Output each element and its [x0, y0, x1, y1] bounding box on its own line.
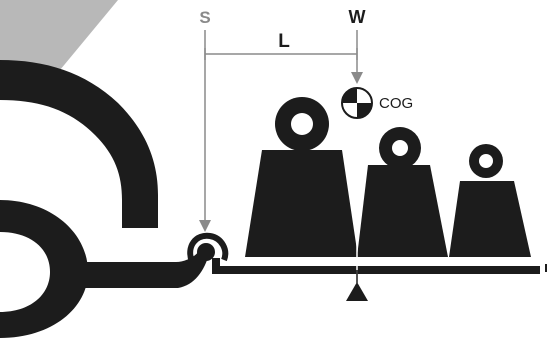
weight-small — [449, 144, 531, 257]
grab-claw — [0, 200, 229, 338]
claw-jaw — [0, 200, 88, 338]
load-platform — [212, 258, 547, 274]
hook-pivot-icon — [197, 243, 215, 261]
label-l: L — [278, 31, 290, 52]
boom-arm — [0, 60, 158, 228]
claw-shaft — [84, 250, 210, 288]
w-arrow-icon — [351, 72, 363, 84]
weight-medium — [357, 127, 448, 257]
dimension-guides — [199, 30, 363, 232]
label-w: W — [349, 7, 366, 27]
cog-marker-icon — [341, 87, 373, 119]
hook-link — [187, 232, 229, 264]
crane-boom-arm — [0, 0, 158, 228]
fulcrum-triangle-icon — [346, 282, 368, 301]
s-arrow-icon — [199, 220, 211, 232]
label-cog: COG — [379, 95, 413, 112]
weight-large — [245, 97, 358, 257]
label-s: S — [199, 8, 210, 27]
